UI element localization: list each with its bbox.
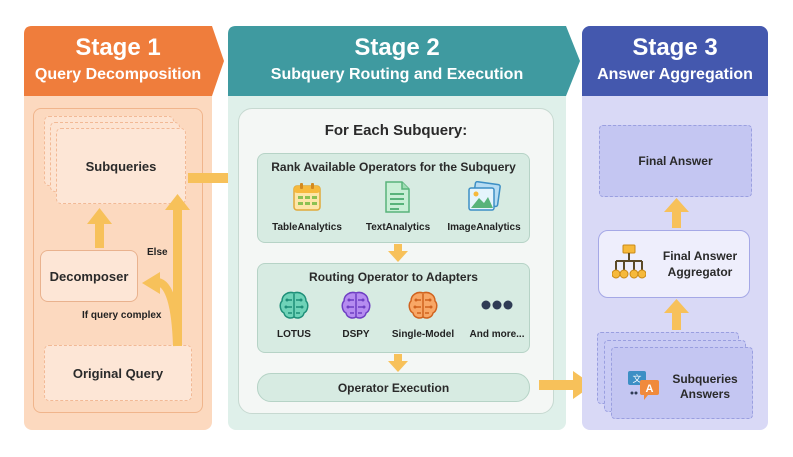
complex-label: If query complex <box>82 310 162 321</box>
brain-circuit-icon <box>341 291 371 319</box>
translate-chat-icon: 文 A <box>628 371 659 400</box>
stage2-title: Stage 2 <box>354 34 440 61</box>
stage1-subtitle: Query Decomposition <box>34 66 202 83</box>
final-answer-box: Final Answer <box>599 125 752 197</box>
ellipsis-icon <box>481 300 513 310</box>
spreadsheet-icon <box>293 183 321 211</box>
stage1-title: Stage 1 <box>75 34 161 61</box>
stage1-inner <box>33 108 203 413</box>
stage3-subtitle: Answer Aggregation <box>597 66 753 83</box>
stage2-header-text: Stage 2 Subquery Routing and Execution <box>228 26 566 96</box>
subqueries-box: Subqueries <box>56 128 186 204</box>
stage1-header-text: Stage 1 Query Decomposition <box>24 26 212 96</box>
aggregator-label: Final Answer Aggregator <box>652 248 748 280</box>
decomposer-box: Decomposer <box>40 250 138 302</box>
operator-label-text: TextAnalytics <box>365 222 431 233</box>
adapter-label-lotus: LOTUS <box>277 329 311 340</box>
image-icon <box>468 181 501 211</box>
final-answer-label: Final Answer <box>638 154 713 168</box>
original-query-box: Original Query <box>44 345 192 401</box>
decomposer-label: Decomposer <box>49 268 129 284</box>
original-query-label: Original Query <box>72 365 164 381</box>
answers-label-line1: Subqueries <box>672 372 738 386</box>
stage1-header <box>24 26 224 96</box>
adapter-label-single-model: Single-Model <box>391 329 455 340</box>
operator-label-image: ImageAnalytics <box>447 222 521 233</box>
svg-text:A: A <box>646 383 654 395</box>
hierarchy-icon <box>612 244 646 279</box>
subqueries-label: Subqueries <box>85 158 157 174</box>
brain-circuit-icon <box>408 291 438 319</box>
stage2-header <box>228 26 580 96</box>
answers-label: Subqueries Answers <box>664 372 746 402</box>
operator-execution-label: Operator Execution <box>337 380 450 395</box>
answers-label-line2: Answers <box>679 387 731 401</box>
operator-execution-box: Operator Execution <box>257 373 530 402</box>
document-icon <box>385 181 410 213</box>
else-label: Else <box>147 247 168 258</box>
rank-title: Rank Available Operators for the Subquer… <box>271 160 516 174</box>
stage3-header: Stage 3 Answer Aggregation <box>582 26 768 96</box>
aggregator-label-line1: Final Answer <box>662 249 738 263</box>
adapter-label-and-more: And more... <box>469 329 525 340</box>
brain-circuit-icon <box>279 291 309 319</box>
svg-text:文: 文 <box>632 373 641 385</box>
aggregator-label-line2: Aggregator <box>667 265 733 279</box>
stage3-title: Stage 3 <box>632 34 718 61</box>
adapter-label-dspy: DSPY <box>342 329 370 340</box>
for-each-title: For Each Subquery: <box>324 122 468 139</box>
stage2-subtitle: Subquery Routing and Execution <box>270 66 524 83</box>
aggregator-box <box>598 230 750 298</box>
operator-label-table: TableAnalytics <box>272 222 342 233</box>
routing-title: Routing Operator to Adapters <box>309 270 478 284</box>
